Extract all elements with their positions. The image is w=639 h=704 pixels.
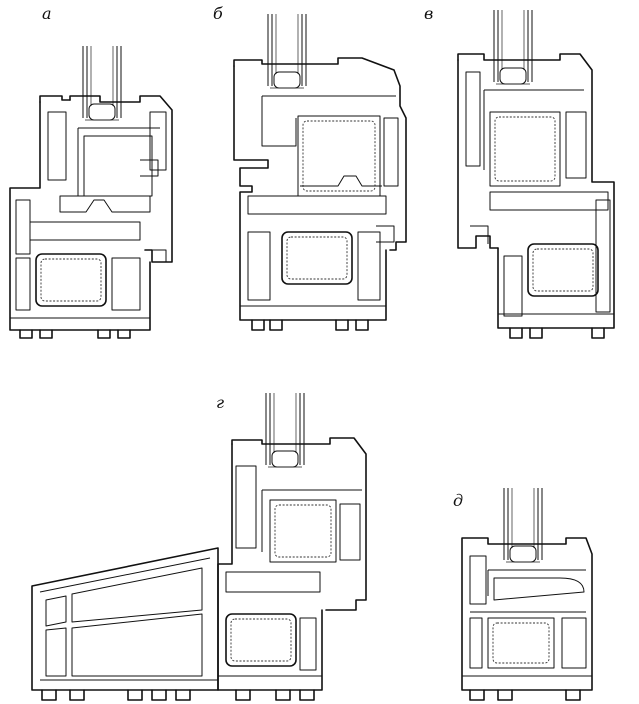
panel-label-b: б (213, 4, 223, 23)
profile-section-b (233, 13, 407, 331)
profile-section-v (457, 9, 615, 339)
panel-label-d: д (453, 491, 464, 510)
panel-label-a: а (42, 4, 52, 23)
profile-section-g (31, 392, 367, 701)
profile-section-a (9, 45, 173, 339)
panel-label-v: в (424, 4, 434, 23)
profile-section-d (461, 487, 593, 701)
panel-label-g: г (216, 393, 225, 412)
